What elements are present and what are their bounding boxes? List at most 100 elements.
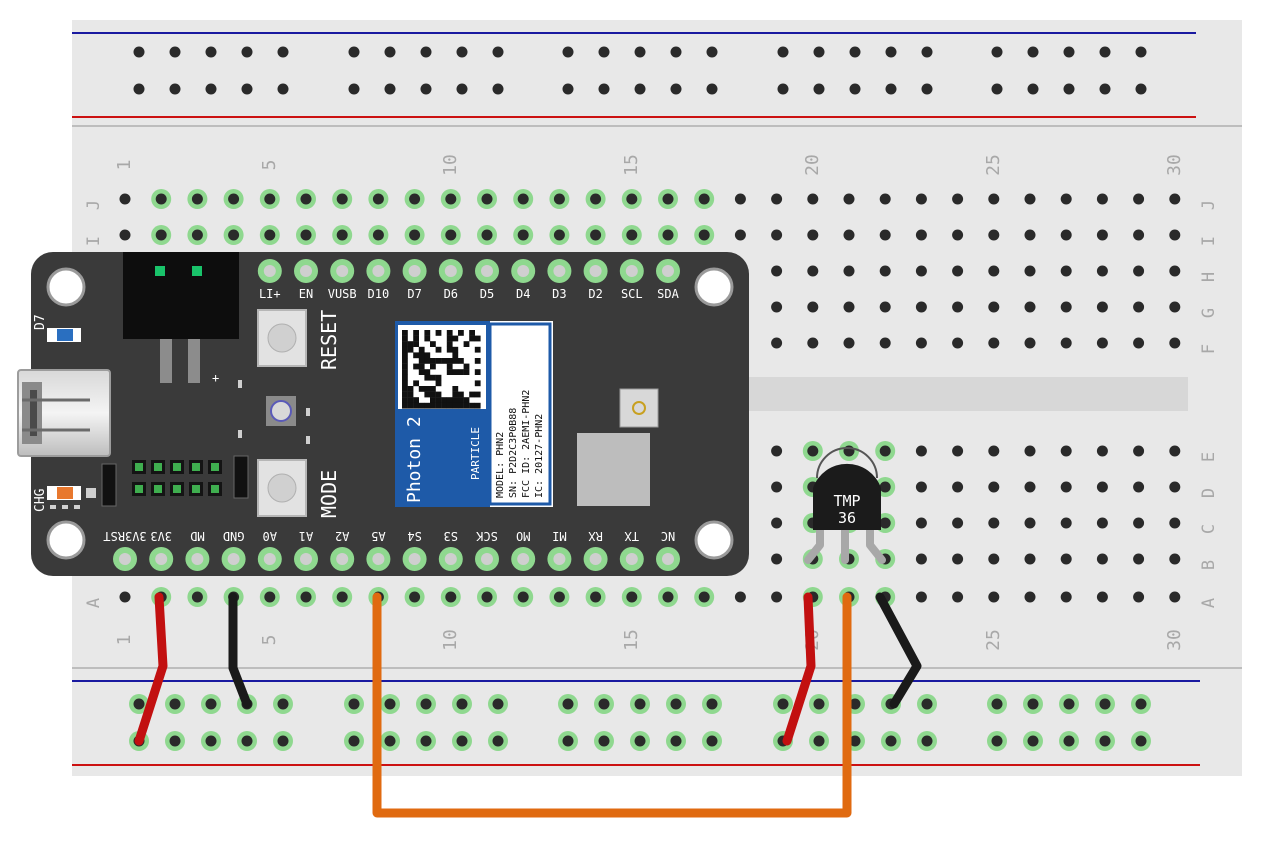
qr-module — [402, 369, 408, 375]
breadboard-hole — [1096, 229, 1108, 241]
connector-lead — [188, 339, 200, 383]
breadboard-hole — [1024, 265, 1036, 277]
column-number-top: 1 — [114, 160, 135, 171]
breadboard-hole — [988, 229, 1000, 241]
photon-bottom-pin-label: 3V3RST — [103, 529, 146, 543]
breadboard-hole — [133, 46, 145, 58]
qr-module — [407, 397, 414, 403]
qr-module — [474, 358, 481, 364]
debug-header-pin — [192, 485, 200, 493]
breadboard-hole — [1169, 591, 1181, 603]
breadboard-hole — [264, 193, 276, 205]
breadboard-hole — [553, 591, 565, 603]
breadboard-hole — [915, 265, 927, 277]
breadboard-hole — [492, 46, 504, 58]
qr-module — [474, 346, 481, 353]
qr-module — [418, 363, 425, 370]
sensor-body — [813, 463, 881, 530]
breadboard-hole — [626, 591, 638, 603]
breadboard-hole — [1169, 553, 1181, 565]
qr-module — [402, 391, 408, 398]
qr-module — [418, 346, 425, 353]
breadboard-hole — [634, 698, 646, 710]
qr-module — [474, 369, 481, 375]
reset-button-cap[interactable] — [267, 323, 297, 353]
qr-module — [463, 402, 470, 409]
photon-top-pin-center — [589, 265, 602, 277]
breadboard-hole — [698, 229, 710, 241]
photon-top-pin-label: D6 — [444, 287, 458, 301]
breadboard-hole — [169, 698, 181, 710]
breadboard-hole — [1096, 591, 1108, 603]
breadboard-hole — [456, 83, 468, 95]
breadboard-hole — [169, 46, 181, 58]
breadboard-hole — [300, 229, 312, 241]
breadboard-hole — [921, 698, 933, 710]
qr-module — [452, 335, 459, 342]
breadboard-hole — [915, 301, 927, 313]
breadboard-hole — [771, 591, 783, 603]
breadboard-hole — [277, 735, 289, 747]
photon-top-pin-label: D4 — [516, 287, 530, 301]
breadboard-hole — [517, 229, 529, 241]
qr-module — [474, 380, 481, 387]
breadboard-hole — [879, 229, 891, 241]
breadboard-hole — [1133, 445, 1145, 457]
photon-top-pin-label: SCL — [621, 287, 643, 301]
breadboard-hole — [228, 193, 240, 205]
breadboard-hole — [553, 229, 565, 241]
qr-module — [463, 397, 470, 403]
photon-bottom-pin-label: S3 — [444, 529, 458, 543]
column-number-bottom: 25 — [983, 629, 1004, 651]
row-letter-right: E — [1199, 452, 1219, 462]
photon-top-pin-label: LI+ — [259, 287, 281, 301]
photon-bottom-pin-label: SCK — [475, 529, 497, 543]
qr-module — [424, 402, 431, 409]
breadboard-hole — [456, 46, 468, 58]
breadboard-hole — [777, 83, 789, 95]
qr-module — [418, 369, 425, 375]
photon-top-pin-center — [517, 265, 530, 277]
plus-label: + — [212, 371, 219, 385]
breadboard-hole — [634, 83, 646, 95]
debug-header-pin — [211, 463, 219, 471]
breadboard-hole — [988, 445, 1000, 457]
breadboard-hole — [952, 591, 964, 603]
qr-module — [435, 358, 442, 364]
breadboard-hole — [492, 735, 504, 747]
breadboard-hole — [1027, 698, 1039, 710]
breadboard-hole — [921, 46, 933, 58]
qr-module — [413, 363, 419, 370]
breadboard-hole — [807, 337, 819, 349]
smd-component — [238, 430, 242, 438]
photon-top-pin-label: D3 — [552, 287, 566, 301]
mode-button-cap[interactable] — [267, 473, 297, 503]
usb-port-tongue — [30, 390, 37, 436]
qr-module — [402, 380, 408, 387]
smd-component — [306, 408, 310, 416]
breadboard-hole — [813, 698, 825, 710]
breadboard-hole — [420, 735, 432, 747]
qr-module — [430, 363, 436, 370]
breadboard-hole — [590, 591, 602, 603]
qr-module — [402, 386, 408, 392]
photon-bottom-pin-center — [408, 553, 421, 565]
mounting-hole — [46, 520, 86, 560]
breadboard-hole — [843, 193, 855, 205]
qr-module — [424, 335, 431, 342]
breadboard-hole — [1027, 83, 1039, 95]
photon-top-pin-center — [300, 265, 312, 277]
breadboard-hole — [952, 445, 964, 457]
breadboard-hole — [553, 193, 565, 205]
qr-module — [402, 341, 408, 347]
qr-module — [413, 397, 419, 403]
qr-module — [469, 330, 475, 336]
breadboard-hole — [336, 591, 348, 603]
photon-bottom-pin-label: A0 — [263, 529, 277, 543]
breadboard-hole — [807, 445, 819, 457]
breadboard-hole — [456, 698, 468, 710]
breadboard-hole — [598, 83, 610, 95]
breadboard-hole — [952, 337, 964, 349]
breadboard-hole — [952, 481, 964, 493]
breadboard-hole — [771, 445, 783, 457]
